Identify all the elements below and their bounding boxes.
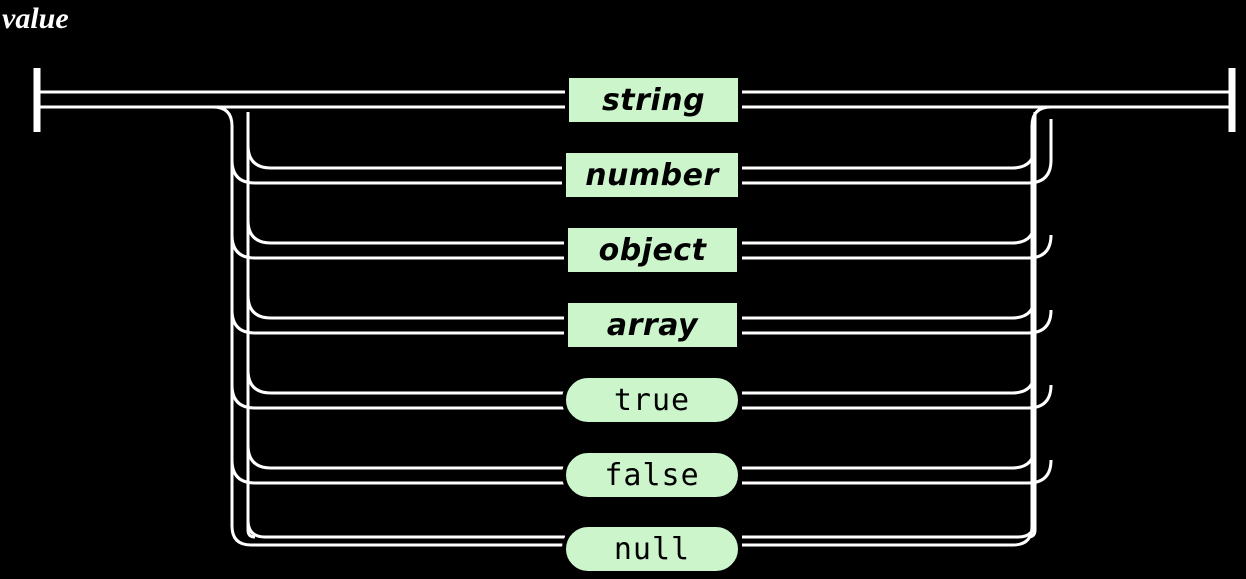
node-label: true <box>613 382 691 418</box>
node-label: string <box>601 82 706 118</box>
page-title: value <box>2 2 69 35</box>
node-label: number <box>585 157 719 193</box>
node-null[interactable]: null <box>562 523 742 575</box>
node-false[interactable]: false <box>562 449 742 501</box>
node-label: array <box>606 307 699 343</box>
node-array[interactable]: array <box>564 299 741 351</box>
node-string[interactable]: string <box>565 74 742 126</box>
node-label: object <box>598 232 707 268</box>
node-true[interactable]: true <box>562 374 742 426</box>
node-number[interactable]: number <box>562 149 742 201</box>
node-label: null <box>613 531 691 567</box>
node-object[interactable]: object <box>564 224 741 276</box>
node-label: false <box>604 457 700 493</box>
